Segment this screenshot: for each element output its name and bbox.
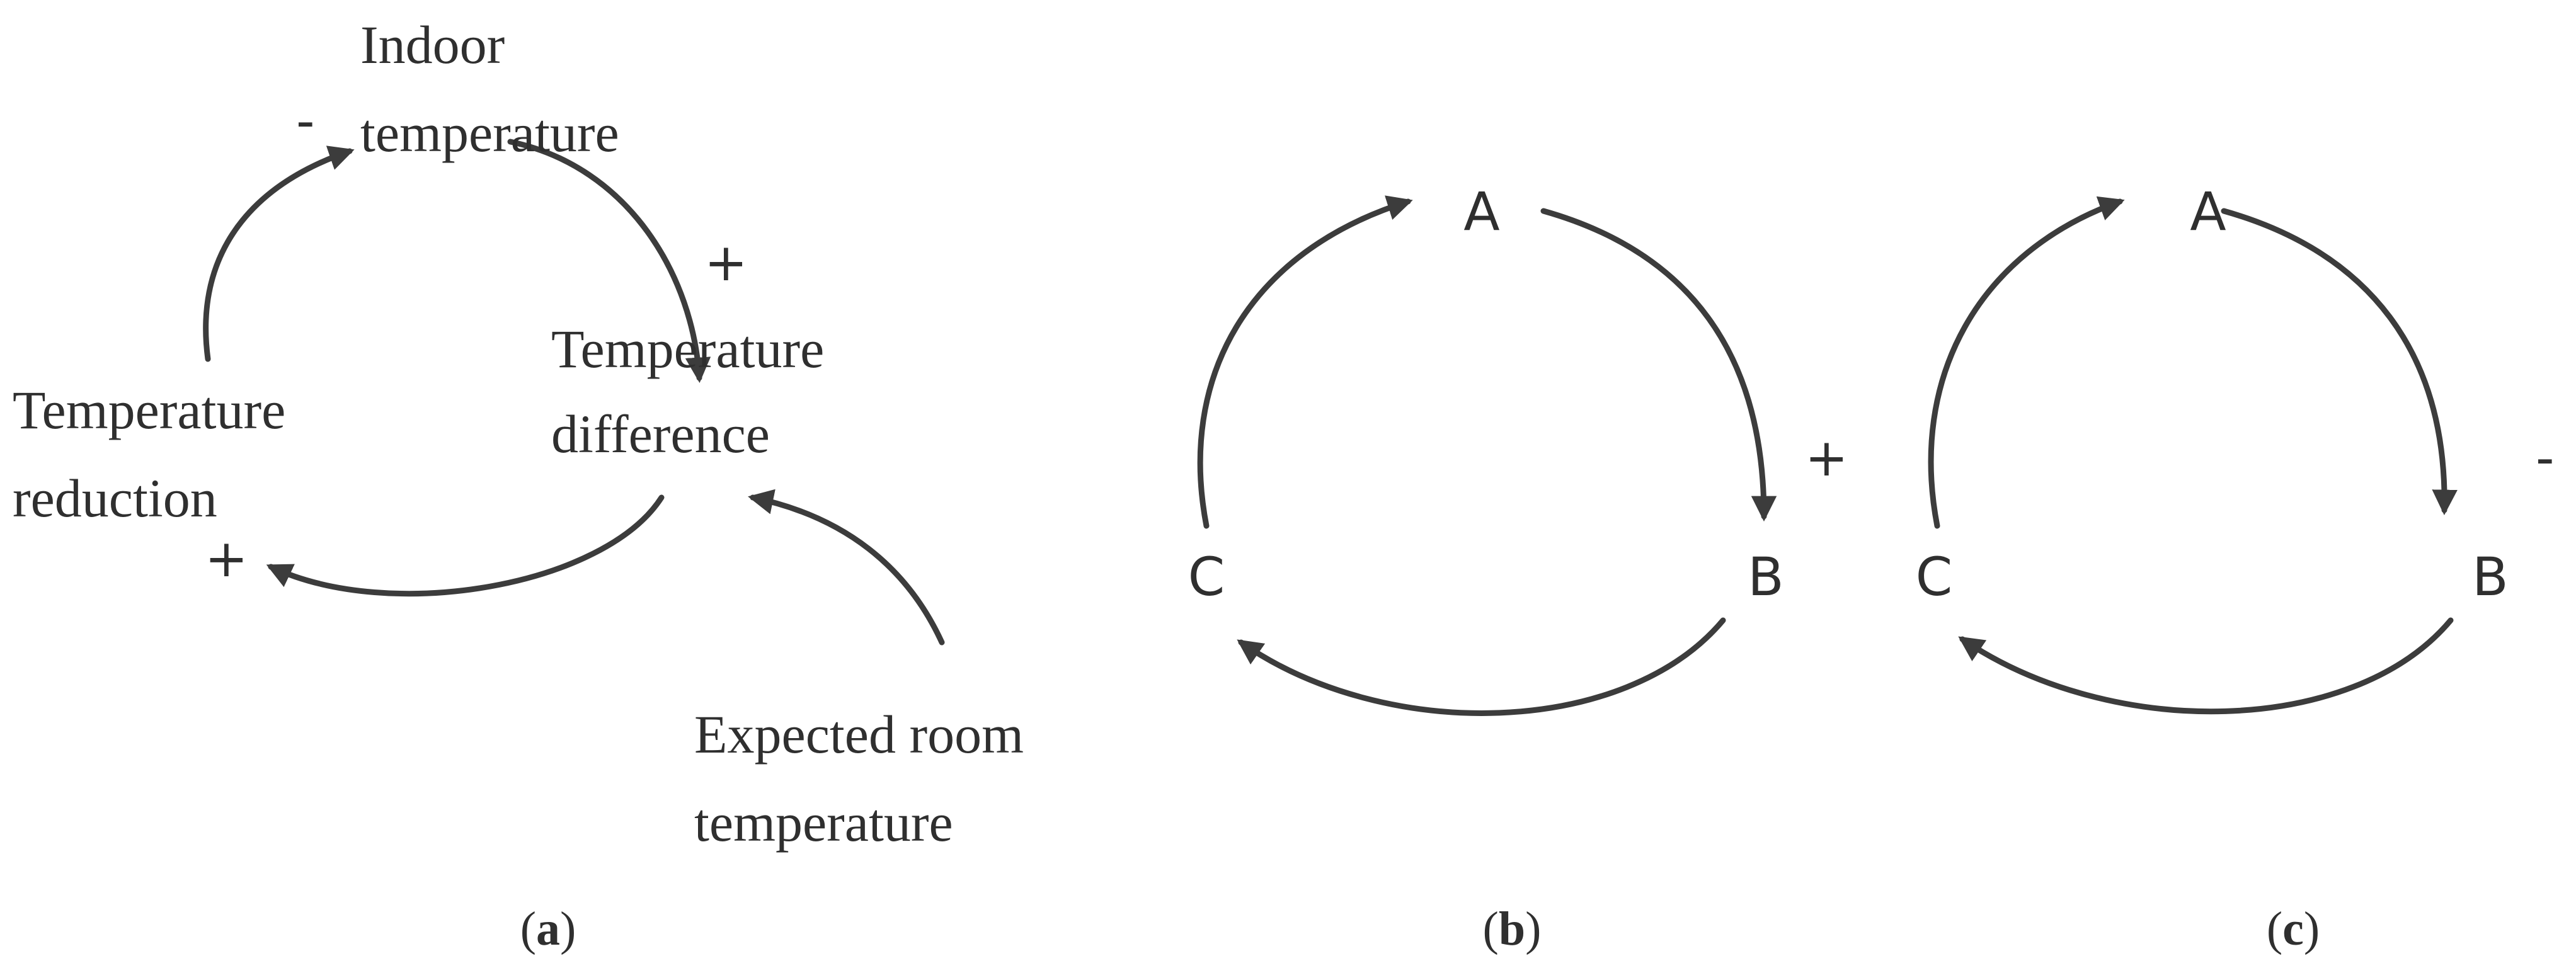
caption-a-letter: a — [536, 902, 560, 955]
caption-a-close: ) — [560, 902, 576, 955]
node-c-a: A — [2190, 181, 2226, 242]
caption-b: (b) — [1483, 902, 1542, 955]
caption-c-letter: c — [2282, 902, 2304, 955]
caption-a: (a) — [520, 902, 576, 955]
node-indoor-line2: temperature — [360, 103, 619, 163]
panel-c: A B C - (c) — [1916, 181, 2555, 955]
caption-b-letter: b — [1499, 902, 1525, 955]
node-expected-line1: Expected room — [694, 704, 1024, 765]
node-temperature-difference: Temperature difference — [551, 319, 838, 464]
edge-difference-to-reduction — [266, 494, 665, 597]
edge-b-c-to-a — [1197, 195, 1413, 529]
edge-reduction-to-indoor — [203, 145, 355, 362]
sign-difference: + — [704, 233, 748, 293]
caption-b-close: ) — [1525, 902, 1541, 955]
node-difference-line2: difference — [551, 404, 770, 464]
panel-a: Indoor temperature Temperature differenc… — [13, 14, 1037, 955]
sign-c-b: - — [2536, 428, 2555, 488]
node-indoor-line1: Indoor — [360, 14, 505, 75]
sign-b-b: + — [1805, 428, 1848, 488]
edge-b-b-to-c — [1237, 617, 1726, 716]
caption-a-open: ( — [520, 902, 536, 955]
caption-c-close: ) — [2304, 902, 2320, 955]
caption-c: (c) — [2267, 902, 2320, 955]
edge-c-a-to-b — [2221, 208, 2458, 516]
node-temperature-reduction: Temperature reduction — [13, 380, 299, 528]
node-c-c: C — [1916, 546, 1953, 608]
node-expected-line2: temperature — [694, 792, 953, 853]
caption-c-open: ( — [2267, 902, 2282, 955]
edge-expected-to-difference — [748, 489, 945, 646]
node-expected-room-temperature: Expected room temperature — [694, 704, 1037, 853]
node-c-b: B — [2472, 546, 2509, 608]
caption-b-open: ( — [1483, 902, 1499, 955]
sign-indoor: - — [296, 91, 315, 151]
node-b-a: A — [1463, 181, 1499, 242]
edge-indoor-to-difference — [507, 139, 711, 384]
node-difference-line1: Temperature — [551, 319, 824, 379]
node-b-c: C — [1188, 546, 1225, 608]
node-b-b: B — [1748, 546, 1784, 608]
node-indoor-temperature: Indoor temperature — [360, 14, 619, 163]
sign-reduction: + — [205, 529, 248, 589]
panel-b: A B C + (b) — [1188, 181, 1848, 955]
edge-c-c-to-a — [1928, 196, 2125, 529]
node-reduction-line1: Temperature — [13, 380, 285, 440]
node-reduction-line2: reduction — [13, 468, 217, 528]
edge-c-b-to-c — [1958, 617, 2454, 715]
edge-b-a-to-b — [1540, 208, 1777, 522]
